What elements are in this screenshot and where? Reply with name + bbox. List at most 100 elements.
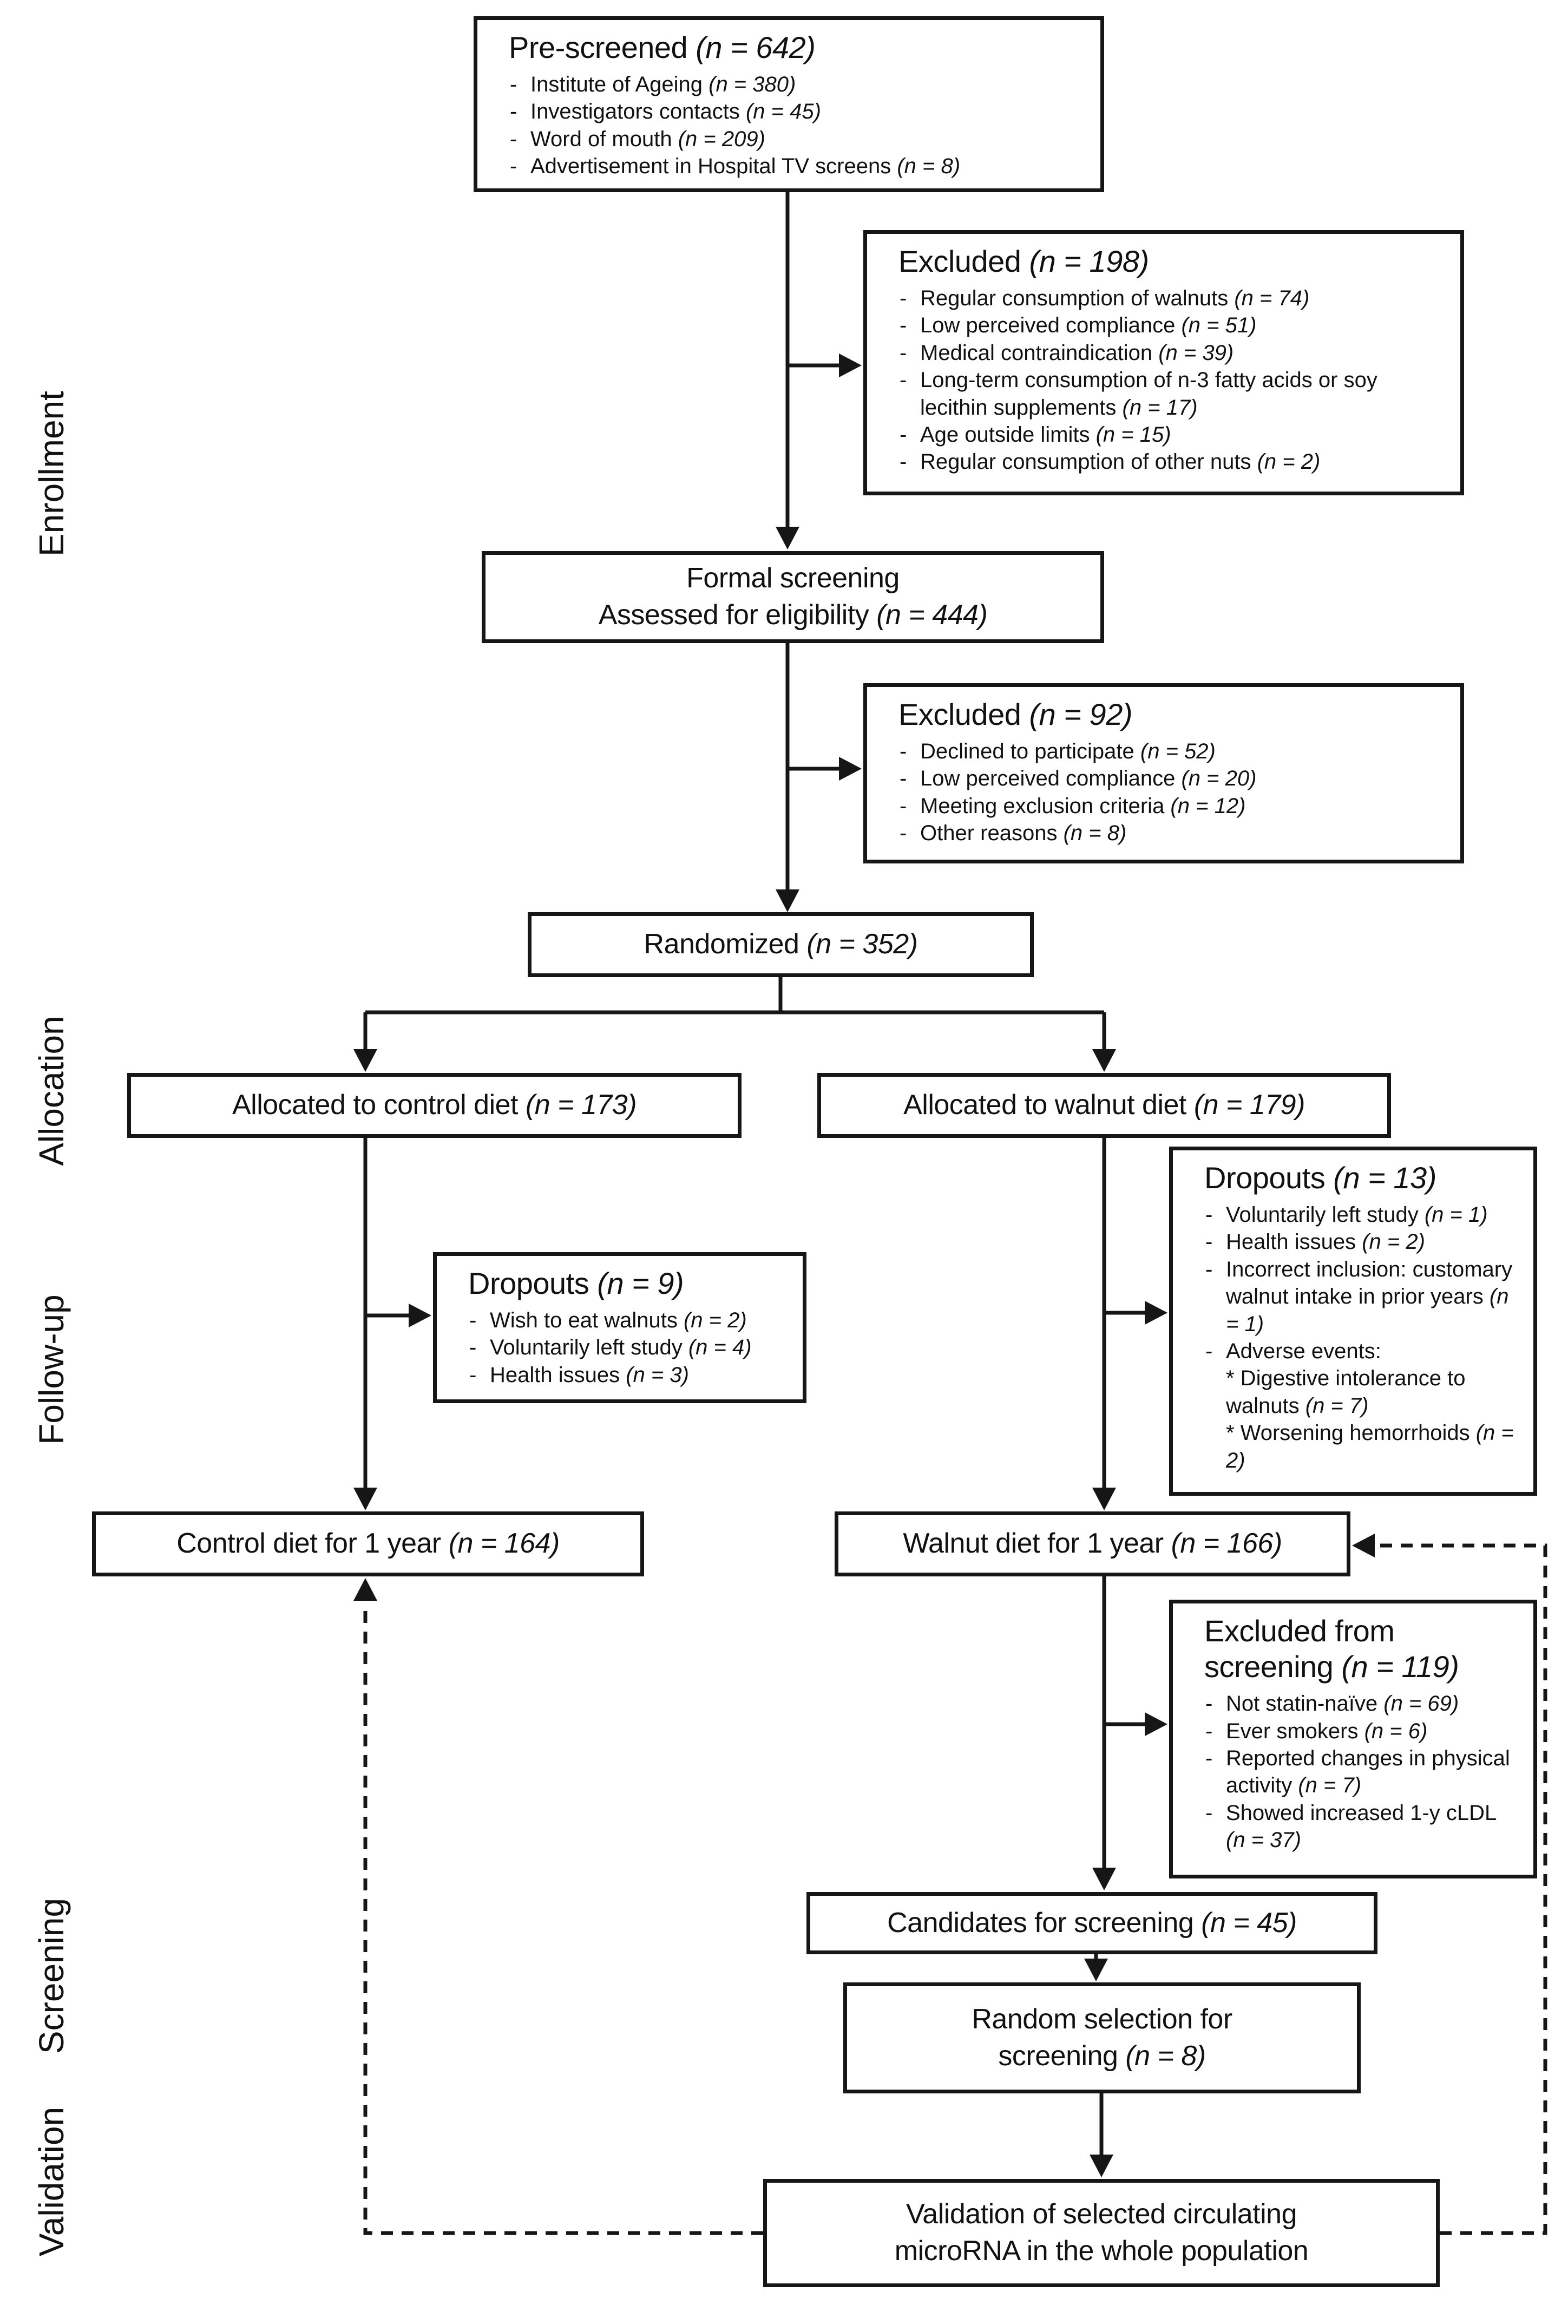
arrowhead-down-control1y	[353, 1488, 377, 1510]
item-text: Wish to eat walnuts (n = 2)	[490, 1308, 747, 1333]
list-item: - Health issues (n = 2)	[1184, 1228, 1524, 1255]
arrowhead-down-allocwalnut	[1092, 1049, 1116, 1072]
list-item: - Regular consumption of walnuts (n = 74…	[878, 285, 1451, 312]
dashed-validation-to-control1y	[363, 1602, 763, 2235]
item-text: Health issues (n = 3)	[490, 1363, 689, 1387]
section-label-validation: Validation	[32, 2106, 71, 2257]
randomized-box: Randomized (n = 352)	[528, 912, 1034, 977]
item-text: Word of mouth (n = 209)	[530, 127, 765, 151]
pre-screened-items: - Institute of Ageing (n = 380) - Invest…	[488, 71, 1091, 180]
bullet-dash: -	[900, 341, 907, 365]
excluded-eligibility-items: - Declined to participate (n = 52) - Low…	[878, 738, 1451, 847]
random-selection-box: Random selection for screening (n = 8)	[843, 1982, 1361, 2093]
excluded-eligibility-box: Excluded (n = 92) - Declined to particip…	[863, 683, 1464, 863]
arrowheads	[353, 353, 1375, 2177]
arrowhead-down-alloccontrol	[353, 1049, 377, 1072]
dropouts-control-title: Dropouts (n = 9)	[468, 1266, 684, 1300]
excluded-eligibility-title: Excluded (n = 92)	[898, 697, 1132, 731]
excluded-prescreen-title: Excluded (n = 198)	[898, 244, 1149, 278]
bullet-dash: -	[1205, 1746, 1213, 1770]
list-item: - Meeting exclusion criteria (n = 12)	[878, 793, 1451, 820]
control-diet-1year-text: Control diet for 1 year (n = 164)	[176, 1528, 560, 1560]
dropouts-control-box: Dropouts (n = 9) - Wish to eat walnuts (…	[433, 1252, 806, 1403]
bullet-dash: -	[510, 73, 517, 97]
bullet-dash: -	[510, 100, 517, 124]
item-text: Regular consumption of other nuts (n = 2…	[920, 450, 1321, 474]
section-label-allocation: Allocation	[32, 1016, 71, 1166]
section-label-follow-up: Follow-up	[32, 1294, 71, 1445]
list-item: - Medical contraindication (n = 39)	[878, 339, 1451, 366]
dropouts-control-items: - Wish to eat walnuts (n = 2) - Voluntar…	[448, 1307, 793, 1389]
pre-screened-title: Pre-screened (n = 642)	[509, 30, 816, 64]
allocated-walnut-box: Allocated to walnut diet (n = 179)	[817, 1073, 1391, 1138]
bullet-dash: -	[1205, 1203, 1213, 1227]
list-item: - Age outside limits (n = 15)	[878, 421, 1451, 448]
item-text: Not statin-naïve (n = 69)	[1226, 1692, 1459, 1716]
dropouts-walnut-items: - Voluntarily left study (n = 1) - Healt…	[1184, 1201, 1524, 1474]
random-selection-line1: Random selection for	[972, 2003, 1232, 2035]
list-item: - Reported changes in physical activity …	[1184, 1745, 1524, 1799]
item-text: Regular consumption of walnuts (n = 74)	[920, 286, 1310, 311]
bullet-dash: -	[469, 1308, 477, 1333]
arrowhead-up-control1y-dashed	[353, 1578, 377, 1601]
validation-box: Validation of selected circulating micro…	[763, 2179, 1440, 2287]
allocated-walnut-text: Allocated to walnut diet (n = 179)	[903, 1089, 1305, 1121]
bullet-dash: -	[900, 794, 907, 818]
bullet-dash: -	[1205, 1339, 1213, 1364]
formal-screening-box: Formal screening Assessed for eligibilit…	[482, 551, 1104, 643]
item-text: Medical contraindication (n = 39)	[920, 341, 1234, 365]
item-text: * Digestive intolerance to walnuts (n = …	[1226, 1366, 1466, 1418]
list-item: - Low perceived compliance (n = 51)	[878, 312, 1451, 339]
list-item: - Incorrect inclusion: customary walnut …	[1184, 1256, 1524, 1338]
arrowhead-down-formal	[776, 527, 799, 549]
arrowhead-left-walnut1y-dashed	[1352, 1534, 1375, 1557]
bullet-dash: -	[510, 154, 517, 179]
list-item: - Not statin-naïve (n = 69)	[1184, 1690, 1524, 1717]
arrowhead-down-validation	[1090, 2155, 1113, 2177]
list-item: - Declined to participate (n = 52)	[878, 738, 1451, 765]
list-item: * Digestive intolerance to walnuts (n = …	[1184, 1365, 1524, 1419]
control-diet-1year-box: Control diet for 1 year (n = 164)	[92, 1511, 644, 1576]
item-text: Incorrect inclusion: customary walnut in…	[1226, 1257, 1513, 1336]
item-text: Investigators contacts (n = 45)	[530, 100, 821, 124]
allocated-control-box: Allocated to control diet (n = 173)	[127, 1073, 742, 1138]
arrowhead-right-excluded198	[839, 353, 862, 377]
list-item: - Regular consumption of other nuts (n =…	[878, 448, 1451, 475]
list-item: - Other reasons (n = 8)	[878, 820, 1451, 847]
list-item: - Adverse events:	[1184, 1338, 1524, 1365]
list-item: - Voluntarily left study (n = 4)	[448, 1334, 793, 1361]
section-label-screening: Screening	[32, 1897, 71, 2054]
bullet-dash: -	[1205, 1801, 1213, 1825]
random-selection-line2: screening (n = 8)	[998, 2040, 1206, 2072]
bullet-dash: -	[1205, 1257, 1213, 1281]
line-randomized-split	[363, 977, 1106, 1052]
candidates-for-screening-box: Candidates for screening (n = 45)	[806, 1892, 1377, 1954]
list-item: - Long-term consumption of n-3 fatty aci…	[878, 366, 1451, 421]
list-item: - Low perceived compliance (n = 20)	[878, 765, 1451, 792]
walnut-diet-1year-text: Walnut diet for 1 year (n = 166)	[903, 1528, 1282, 1560]
arrowhead-right-exclscreen	[1145, 1712, 1167, 1736]
bullet-dash: -	[469, 1336, 477, 1360]
arrowhead-down-candidates	[1092, 1868, 1116, 1890]
excluded-prescreen-items: - Regular consumption of walnuts (n = 74…	[878, 285, 1451, 476]
list-item: - Advertisement in Hospital TV screens (…	[488, 153, 1091, 180]
validation-line1: Validation of selected circulating	[906, 2198, 1297, 2230]
bullet-dash: -	[900, 286, 907, 311]
item-text: Low perceived compliance (n = 20)	[920, 767, 1257, 791]
allocated-control-text: Allocated to control diet (n = 173)	[232, 1089, 637, 1121]
arrowhead-right-excluded92	[839, 757, 862, 781]
arrowhead-right-dropouts9	[409, 1304, 431, 1327]
item-text: Adverse events:	[1226, 1339, 1381, 1364]
item-text: Meeting exclusion criteria (n = 12)	[920, 794, 1246, 818]
candidates-text: Candidates for screening (n = 45)	[887, 1907, 1297, 1939]
item-text: Voluntarily left study (n = 1)	[1226, 1203, 1488, 1227]
list-item: - Word of mouth (n = 209)	[488, 126, 1091, 153]
excluded-from-screening-box: Excluded from screening (n = 119) - Not …	[1169, 1600, 1537, 1878]
list-item: * Worsening hemorrhoids (n = 2)	[1184, 1419, 1524, 1474]
walnut-diet-1year-box: Walnut diet for 1 year (n = 166)	[835, 1511, 1350, 1576]
bullet-dash: -	[1205, 1692, 1213, 1716]
dashed-connector-lines	[363, 1543, 1547, 2235]
arrowhead-down-randomized	[776, 889, 799, 912]
bullet-dash: -	[900, 450, 907, 474]
